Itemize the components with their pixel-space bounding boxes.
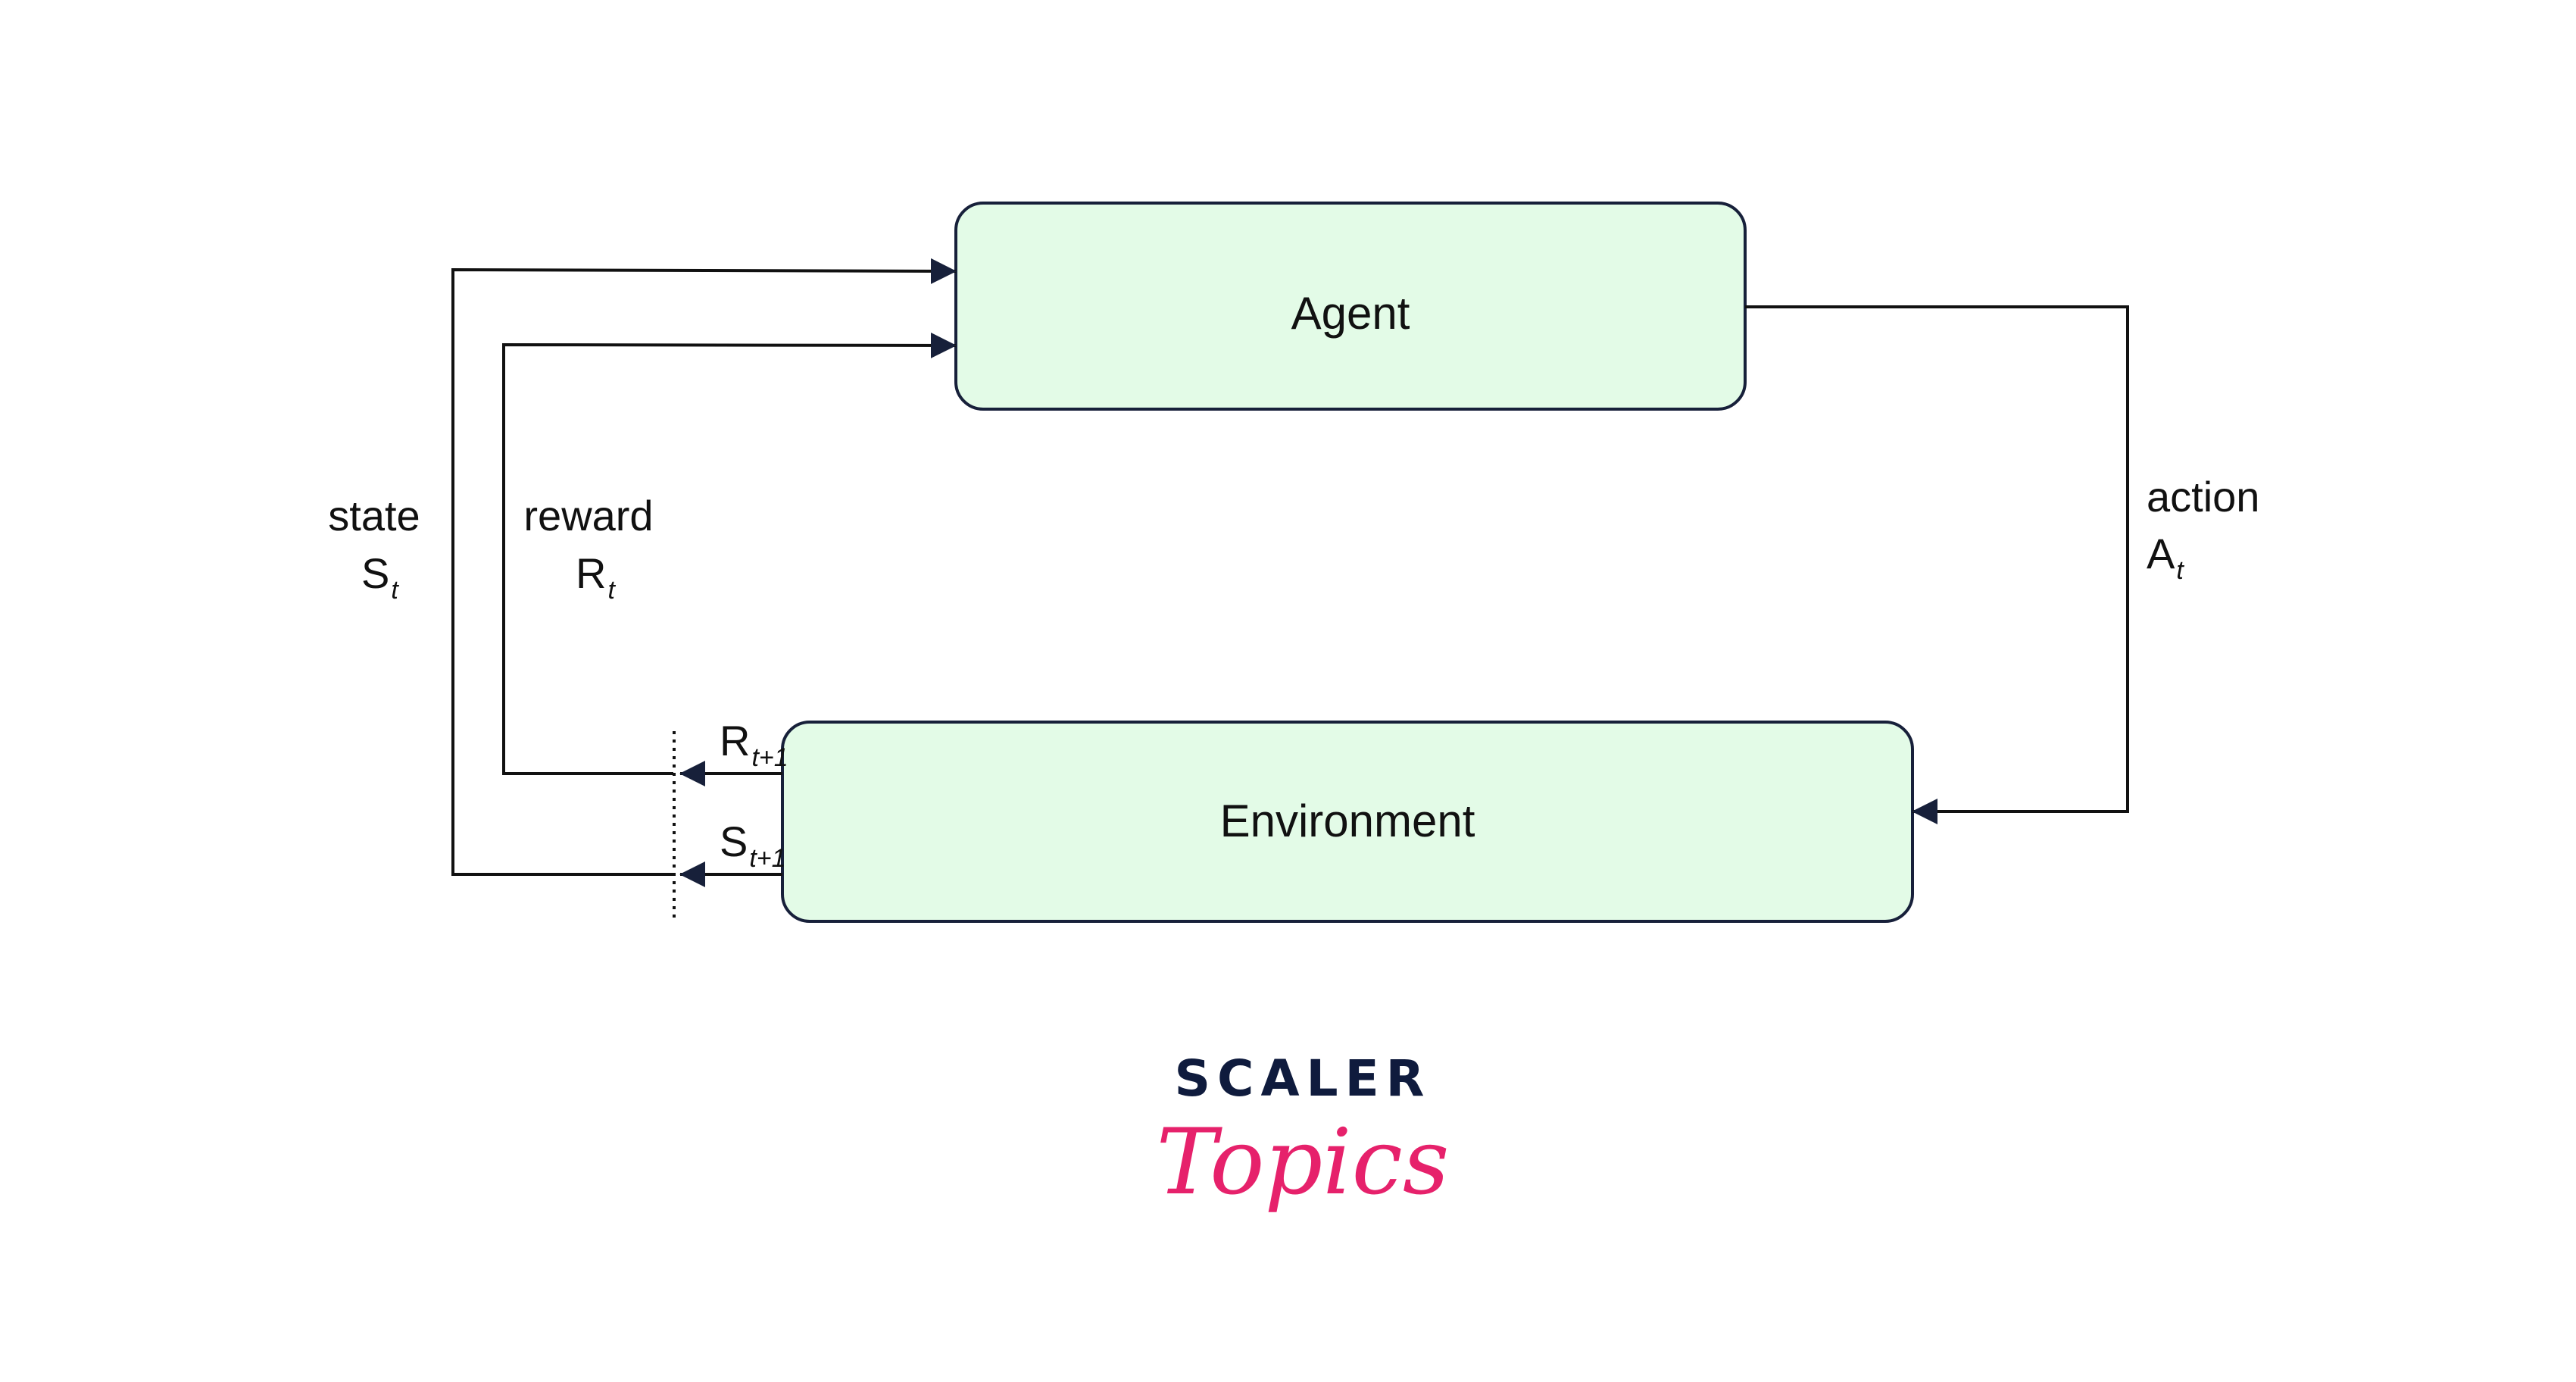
state-edge <box>451 258 957 876</box>
reward-label: reward <box>523 492 653 539</box>
environment-label: Environment <box>1220 796 1475 846</box>
state-edge-label: state St <box>328 492 420 605</box>
logo-topics-text: Topics <box>1157 1110 1450 1215</box>
state-label: state <box>328 492 420 539</box>
scaler-topics-logo: SCALER Topics <box>1157 1049 1450 1215</box>
logo-scaler-text: SCALER <box>1174 1049 1431 1108</box>
reward-edge <box>502 332 957 775</box>
action-label: action <box>2147 473 2259 521</box>
reward-symbol: Rt <box>576 549 616 605</box>
agent-node: Agent <box>954 202 1747 411</box>
agent-label: Agent <box>1291 288 1410 339</box>
environment-node: Environment <box>781 721 1914 923</box>
next-reward-label: Rt+1 <box>720 717 788 772</box>
action-edge-label: action At <box>2147 473 2259 585</box>
action-symbol: At <box>2147 530 2184 585</box>
state-symbol: St <box>361 549 399 605</box>
action-edge <box>1745 305 2129 824</box>
next-state-label: St+1 <box>720 818 786 873</box>
reward-edge-label: reward Rt <box>523 492 653 605</box>
